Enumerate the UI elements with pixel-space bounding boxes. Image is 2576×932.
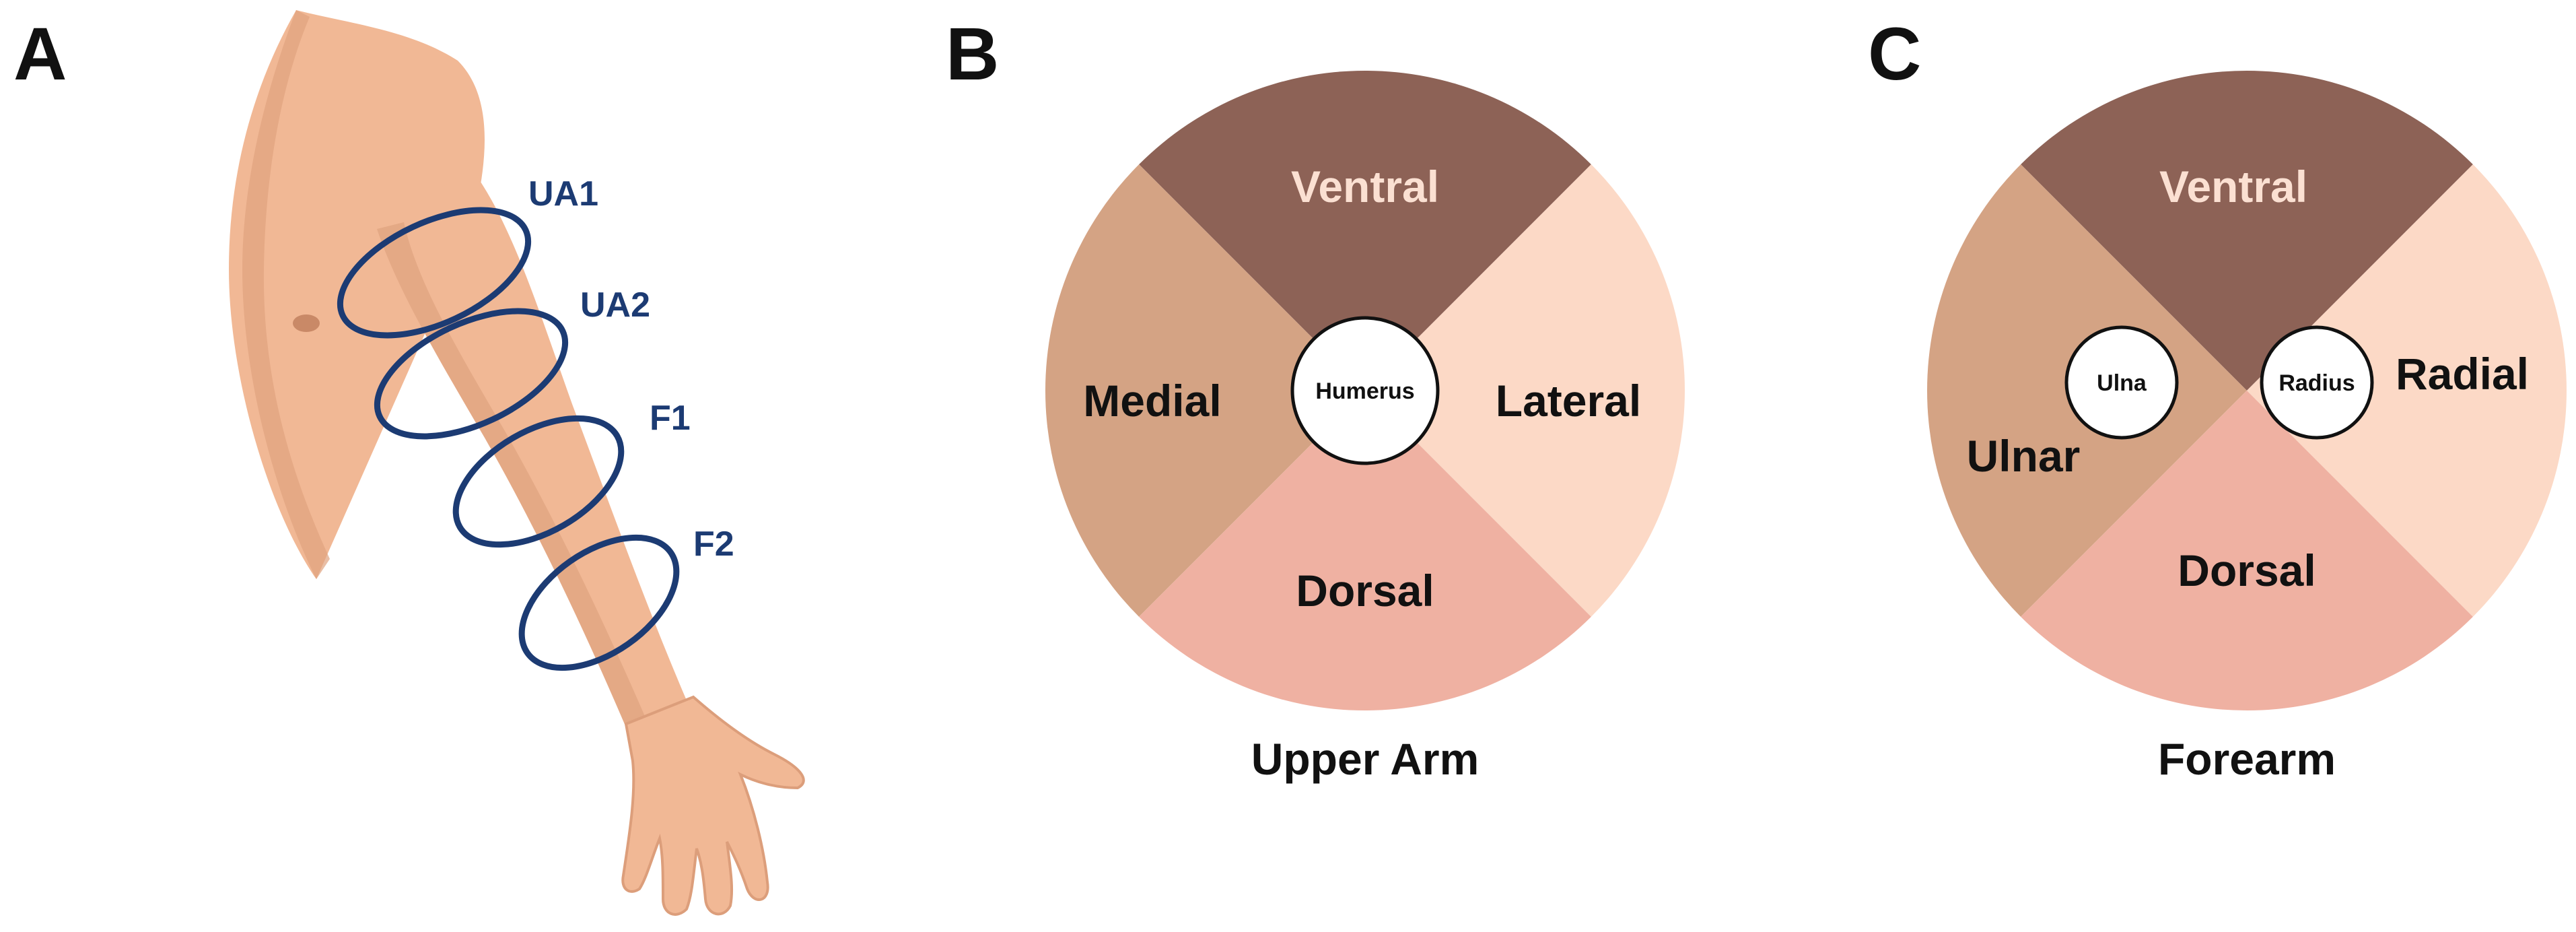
panel-b: B Humerus Ventral Medial Lateral Dorsal …: [946, 13, 1685, 784]
ulna-bone: [2064, 325, 2179, 440]
ring-f2: [518, 534, 680, 671]
upper-arm: [377, 168, 687, 727]
shoulder-shadow: [242, 10, 330, 579]
radius-bone: [2260, 325, 2374, 440]
caption-upper-arm: Upper Arm: [1251, 734, 1480, 784]
ring-label-f1: F1: [650, 399, 691, 438]
humerus-bone: [1290, 316, 1440, 465]
label-dorsal-b: Dorsal: [1296, 566, 1434, 615]
quadrant-lateral: [1365, 71, 1685, 710]
quadrant-medial: [1045, 71, 1365, 710]
label-radial: Radial: [2396, 349, 2529, 399]
quadrant-ventral: [1045, 71, 1685, 391]
label-ventral-b: Ventral: [1291, 162, 1439, 211]
quadrant-radial: [2247, 71, 2567, 710]
upper-arm-shadow: [377, 222, 646, 727]
humerus-label: Humerus: [1315, 378, 1414, 404]
radius-label: Radius: [2278, 370, 2355, 396]
label-lateral: Lateral: [1496, 376, 1641, 426]
shoulder-shape: [229, 10, 485, 579]
ring-label-f2: F2: [693, 525, 734, 564]
label-medial: Medial: [1083, 376, 1221, 426]
panel-a: A UA1 UA2 F1 F2: [13, 10, 805, 916]
ulna-label: Ulna: [2097, 370, 2147, 396]
quadrant-dorsal-c: [1927, 391, 2567, 710]
panel-c-letter: C: [1868, 13, 1921, 96]
arm-illustration: [229, 10, 805, 916]
panel-c: C Ulna Radius Ventral Ulnar Radial Dorsa…: [1868, 13, 2567, 784]
hand: [621, 695, 805, 916]
ring-ua1: [337, 207, 532, 339]
panel-b-letter: B: [946, 13, 999, 96]
label-ulnar: Ulnar: [1967, 431, 2081, 481]
ring-f1: [452, 415, 625, 548]
caption-forearm: Forearm: [2158, 734, 2336, 784]
ring-ua2: [374, 308, 569, 440]
measurement-rings: [337, 207, 680, 671]
quadrant-dorsal: [1045, 391, 1685, 710]
ring-label-ua2: UA2: [580, 286, 650, 325]
armpit-mark: [293, 314, 320, 332]
label-dorsal-c: Dorsal: [2178, 545, 2316, 595]
quadrant-ventral-c: [1927, 71, 2567, 391]
panel-a-letter: A: [13, 13, 67, 96]
ring-label-ua1: UA1: [528, 174, 598, 213]
label-ventral-c: Ventral: [2159, 162, 2307, 211]
upper-arm-cross-section: [1045, 71, 1685, 710]
